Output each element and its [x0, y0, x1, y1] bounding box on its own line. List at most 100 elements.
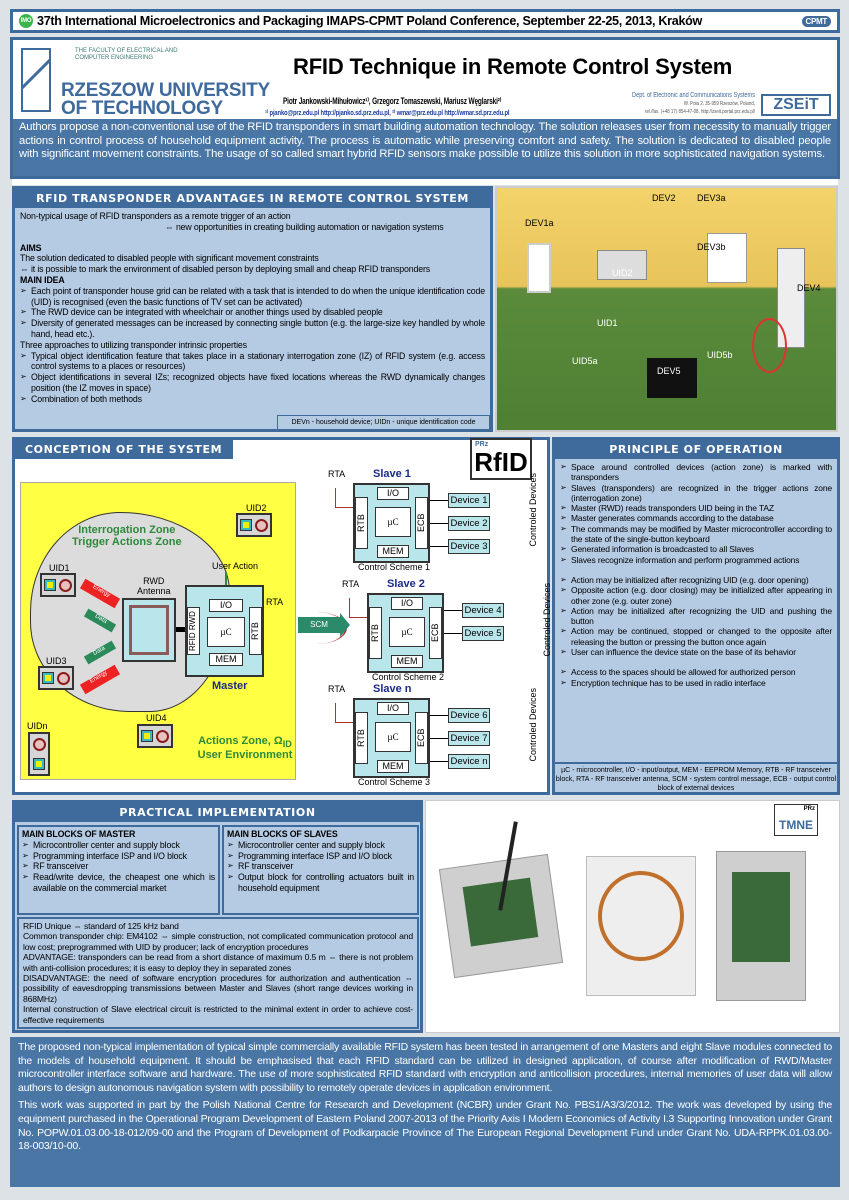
antenna-icon	[335, 703, 353, 723]
slave-blocks-label: MAIN BLOCKS OF SLAVES	[227, 829, 338, 839]
device-connector	[444, 633, 462, 634]
divider	[12, 179, 838, 185]
antenna-icon	[349, 598, 367, 618]
master-uc: µC	[207, 617, 245, 647]
slave-rtb: RTB	[355, 497, 368, 549]
device-connector	[430, 523, 448, 524]
slave-name: Slave n	[373, 683, 412, 695]
slave-board	[716, 851, 806, 1001]
device-box: Device 3	[448, 539, 490, 554]
list-item: Master generates commands according to t…	[560, 513, 832, 524]
conception-heading: CONCEPTION OF THE SYSTEM	[15, 440, 233, 459]
room-label: UID5a	[572, 356, 598, 366]
uid-label: UID1	[49, 563, 70, 573]
intro-text-2: ⇔ new opportunities in creating building…	[165, 221, 444, 232]
scm-arrowhead-icon	[340, 613, 350, 637]
list-item: Programming interface ISP and I/O block	[227, 851, 414, 862]
list-item: Read/write device, the cheapest one whic…	[22, 872, 215, 894]
tmne-text: TMNE	[779, 818, 813, 832]
slave-io: I/O	[377, 702, 409, 715]
slave-ecb: ECB	[429, 607, 442, 659]
rwd-antenna	[122, 598, 176, 662]
rta-label: RTA	[328, 684, 346, 694]
poster-title: RFID Technique in Remote Control System	[293, 54, 733, 79]
master-label: Master	[212, 680, 248, 692]
approaches-label: Three approaches to utilizing transponde…	[20, 339, 247, 350]
room-label: DEV3a	[697, 193, 726, 203]
master-io: I/O	[209, 599, 243, 612]
university-logo-icon	[21, 48, 51, 112]
control-scheme-label: Control Scheme 3	[358, 777, 431, 787]
control-scheme-label: Control Scheme 2	[372, 672, 445, 682]
room-label: UID1	[597, 318, 618, 328]
list-item: Space around controlled devices (action …	[560, 462, 832, 483]
device-connector	[430, 715, 448, 716]
antenna-coil-icon	[129, 605, 169, 655]
list-item: RF transceiver	[22, 861, 215, 872]
slave-ecb: ECB	[415, 712, 428, 764]
slave-ecb: ECB	[415, 497, 428, 549]
list-item: Generated information is broadcasted to …	[560, 544, 832, 555]
wardrobe	[707, 233, 747, 283]
rfid-logo-text: RfID	[474, 447, 528, 477]
hardware-photo: TMNE PRz	[425, 800, 840, 1033]
detail-line: RFID Unique ⇔ standard of 125 kHz band	[23, 921, 179, 931]
principle-legend: µC - microcontroller, I/O - input/output…	[555, 762, 837, 792]
list-item: Master (RWD) reads transponders UID bein…	[560, 503, 832, 514]
slave-rtb: RTB	[355, 712, 368, 764]
conclusion: The proposed non-typical implementation …	[18, 1041, 832, 1094]
list-item: The RWD device can be integrated with wh…	[20, 307, 485, 318]
principle-list-2: Action may be initialized after recogniz…	[560, 575, 832, 658]
master-block: I/O µC MEM RFID RWD RTB	[185, 585, 264, 677]
slave-blocks: MAIN BLOCKS OF SLAVES Microcontroller ce…	[222, 825, 419, 915]
prz-text: PRz	[803, 806, 815, 812]
controlled-devices-label: Controled Devices	[542, 583, 552, 657]
advantages-panel: RFID TRANSPONDER ADVANTAGES IN REMOTE CO…	[12, 186, 493, 432]
room-label: DEV3b	[697, 242, 726, 252]
list-item: Programming interface ISP and I/O block	[22, 851, 215, 862]
university-line-2: OF TECHNOLOGY	[61, 98, 223, 119]
zseit-logo: ZSEiT	[761, 94, 831, 116]
device-connector	[444, 610, 462, 611]
device-box: Device n	[448, 754, 490, 769]
room-label: DEV5	[657, 366, 681, 376]
list-item: Object identifications in several IZs; r…	[20, 372, 485, 394]
conclusion-panel: The proposed non-typical implementation …	[10, 1037, 840, 1187]
uid4-transponder-icon	[137, 724, 173, 748]
rta-label: RTA	[266, 597, 284, 607]
imo-logo: IMO	[19, 14, 33, 28]
principle-heading: PRINCIPLE OF OPERATION	[555, 440, 837, 459]
principle-panel: PRINCIPLE OF OPERATION Space around cont…	[552, 437, 840, 795]
aims-text: The solution dedicated to disabled peopl…	[20, 253, 319, 264]
approaches-list: Typical object identification feature th…	[20, 351, 485, 405]
aims-text-2: ⇔ it is possible to mark the environment…	[20, 264, 430, 275]
uid2-transponder-icon	[236, 513, 272, 537]
practical-panel: PRACTICAL IMPLEMENTATION MAIN BLOCKS OF …	[12, 800, 423, 1033]
device-connector	[430, 738, 448, 739]
rta-label: RTA	[328, 469, 346, 479]
bed	[597, 250, 647, 280]
uid-label: UIDn	[27, 721, 48, 731]
practical-heading: PRACTICAL IMPLEMENTATION	[15, 803, 420, 822]
window	[527, 243, 551, 293]
iz-label-1: Interrogation Zone	[78, 524, 176, 536]
uid-label: UID4	[146, 713, 167, 723]
author-contacts[interactable]: ¹⁾ pjanko@prz.edu.pl http://pjanko.sd.pr…	[265, 108, 510, 117]
device-box: Device 4	[462, 603, 504, 618]
poster-header: THE FACULTY OF ELECTRICAL AND COMPUTER E…	[10, 37, 840, 119]
main-idea-label: MAIN IDEA	[20, 274, 65, 285]
department-name: Dept. of Electronic and Communications S…	[632, 92, 755, 99]
principle-list-3: Access to the spaces should be allowed f…	[560, 667, 832, 688]
master-blocks: MAIN BLOCKS OF MASTER Microcontroller ce…	[17, 825, 220, 915]
advantages-legend: DEVn - household device; UIDn - unique i…	[277, 415, 490, 430]
rwd-label: RWD	[143, 576, 165, 586]
slave-name: Slave 1	[373, 468, 411, 480]
device-box: Device 6	[448, 708, 490, 723]
device-box: Device 7	[448, 731, 490, 746]
device-box: Device 5	[462, 626, 504, 641]
list-item: User can influence the device state on t…	[560, 647, 832, 658]
